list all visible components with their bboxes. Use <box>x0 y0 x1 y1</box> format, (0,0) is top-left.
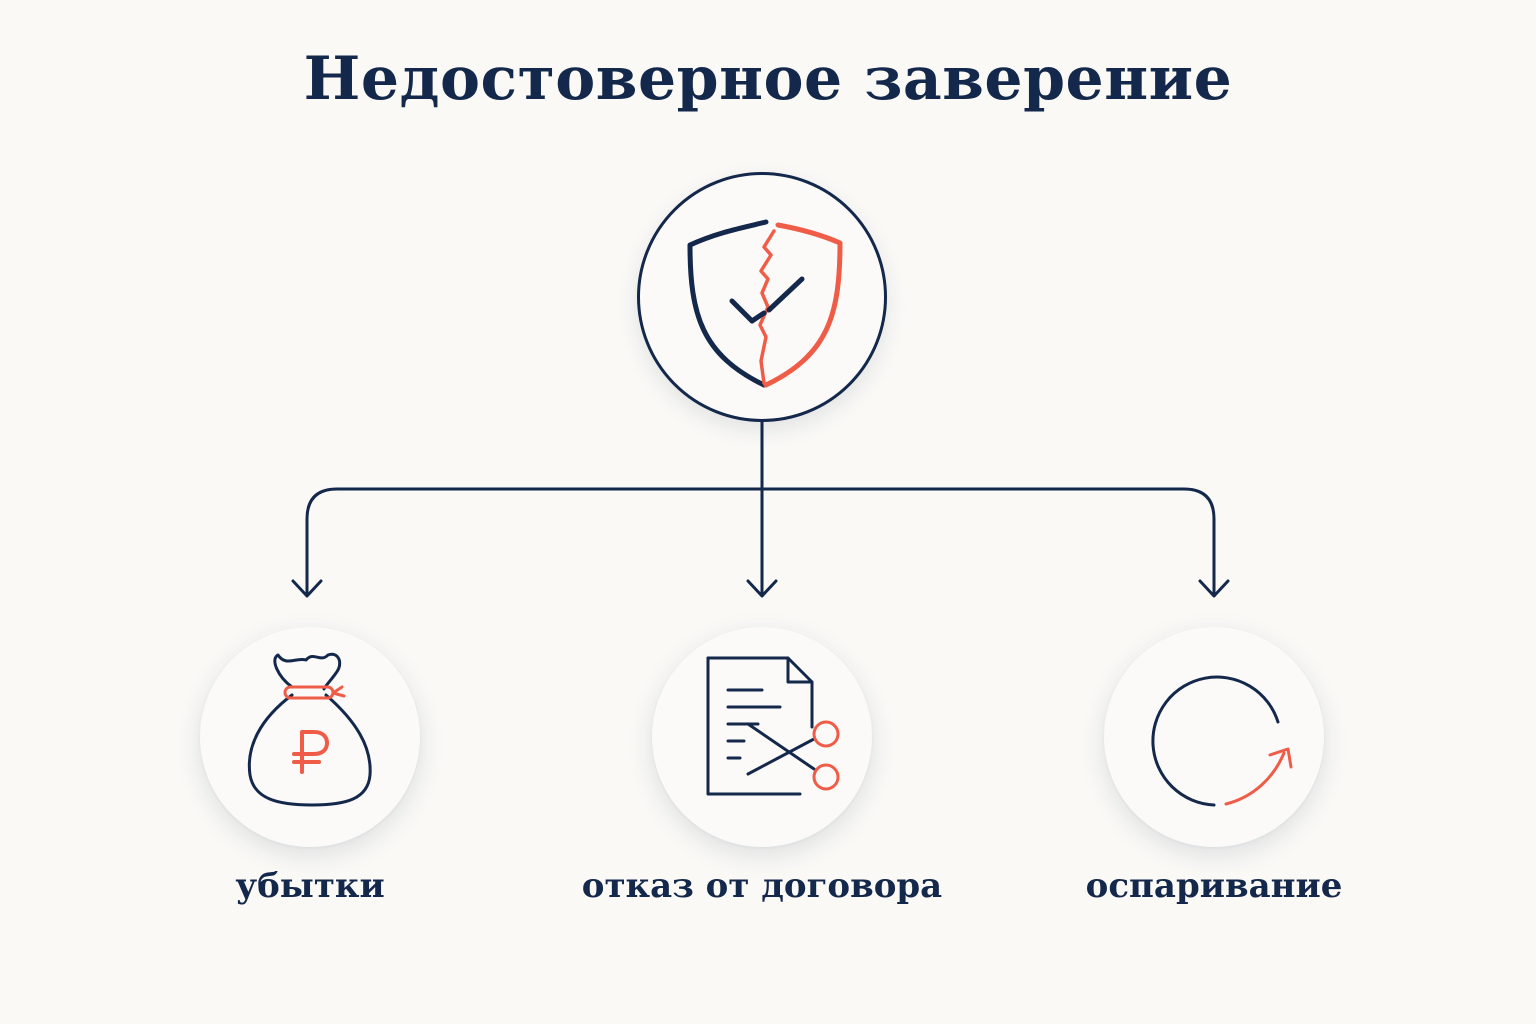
arrowhead-left <box>291 579 323 598</box>
connector-branch-left <box>305 487 764 596</box>
consequence-node-refusal <box>652 627 872 847</box>
consequence-label-dispute: оспаривание <box>1085 866 1343 906</box>
page-title: Недостоверное заверение <box>303 44 1233 114</box>
arrowhead-right <box>1198 579 1230 598</box>
document-scissors-icon <box>706 656 840 796</box>
consequence-node-losses <box>200 627 420 847</box>
arrowhead-center <box>746 579 778 598</box>
consequence-node-dispute <box>1104 627 1324 847</box>
connector-branch-right <box>760 487 1216 596</box>
consequence-label-refusal: отказ от договора <box>581 866 943 906</box>
consequence-label-losses: убытки <box>235 866 385 906</box>
center-node <box>637 172 887 422</box>
broken-shield-check-icon <box>687 219 843 388</box>
circular-arrow-icon <box>1151 675 1293 807</box>
money-bag-ruble-icon <box>247 652 372 807</box>
